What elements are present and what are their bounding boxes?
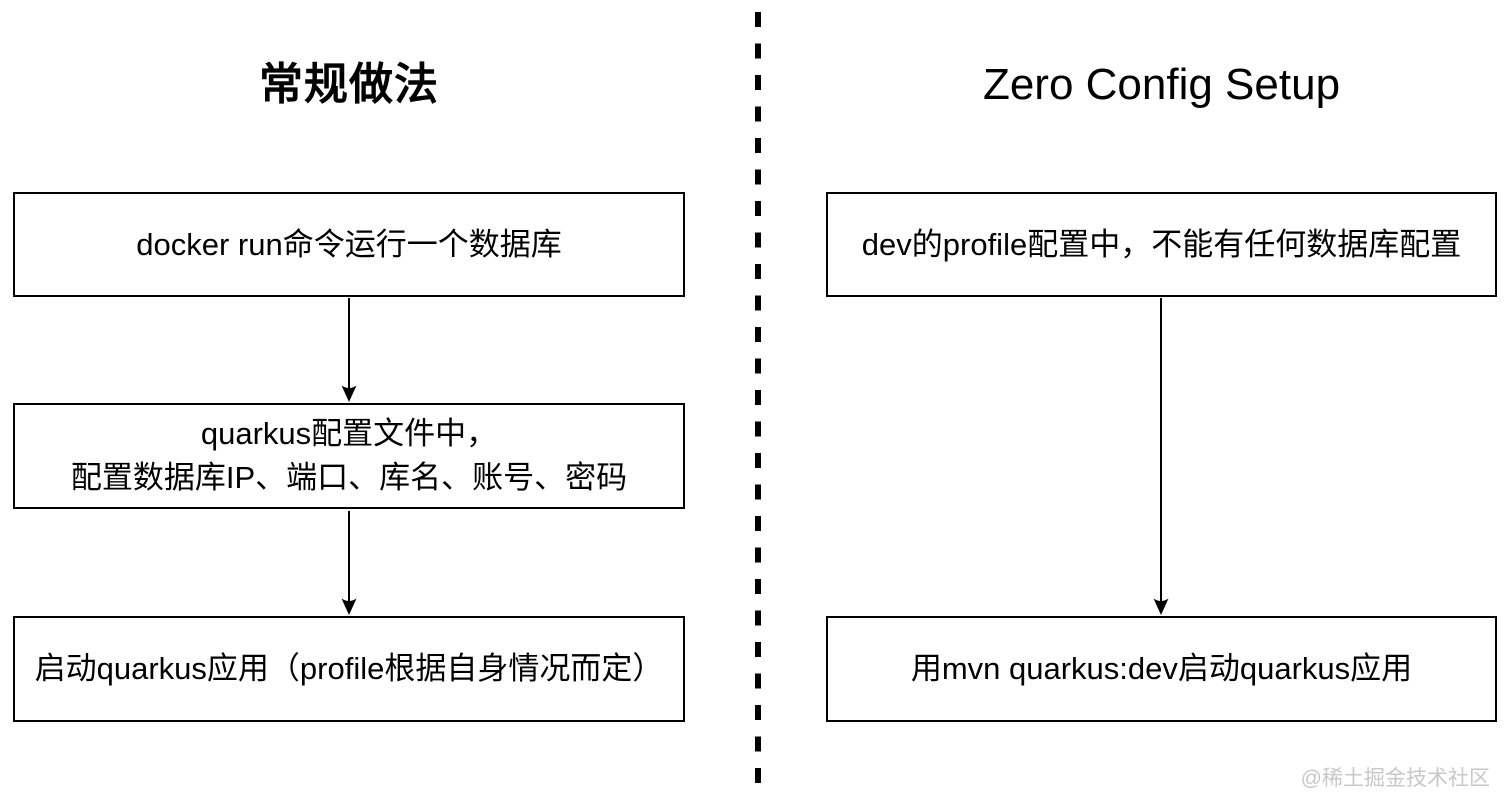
arrow-left-2 (341, 511, 357, 615)
arrow-right-1 (1153, 298, 1169, 615)
left-flow-box-2-line-2: 配置数据库IP、端口、库名、账号、密码 (70, 460, 628, 495)
left-column-title: 常规做法 (259, 60, 439, 109)
right-flow-box-1: dev的profile配置中，不能有任何数据库配置 (826, 192, 1497, 297)
left-flow-box-1-label: docker run命令运行一个数据库 (136, 226, 562, 262)
left-flow-box-3: 启动quarkus应用（profile根据自身情况而定） (13, 616, 685, 722)
right-flow-box-1-label: dev的profile配置中，不能有任何数据库配置 (861, 226, 1462, 262)
left-flow-box-1: docker run命令运行一个数据库 (13, 192, 685, 297)
arrowhead-icon (1153, 598, 1169, 615)
arrow-left-1 (341, 298, 357, 402)
right-flow-box-2-label: 用mvn quarkus:dev启动quarkus应用 (910, 651, 1413, 686)
right-flow-box-2: 用mvn quarkus:dev启动quarkus应用 (826, 616, 1497, 722)
arrowhead-icon (341, 385, 357, 402)
right-column-title: Zero Config Setup (982, 60, 1341, 109)
left-flow-box-2: quarkus配置文件中， 配置数据库IP、端口、库名、账号、密码 (13, 403, 685, 509)
left-flow-box-3-label: 启动quarkus应用（profile根据自身情况而定） (34, 651, 664, 686)
watermark: @稀土掘金技术社区 (1300, 767, 1490, 790)
left-flow-box-2-line-1: quarkus配置文件中， (200, 416, 498, 451)
arrowhead-icon (341, 598, 357, 615)
